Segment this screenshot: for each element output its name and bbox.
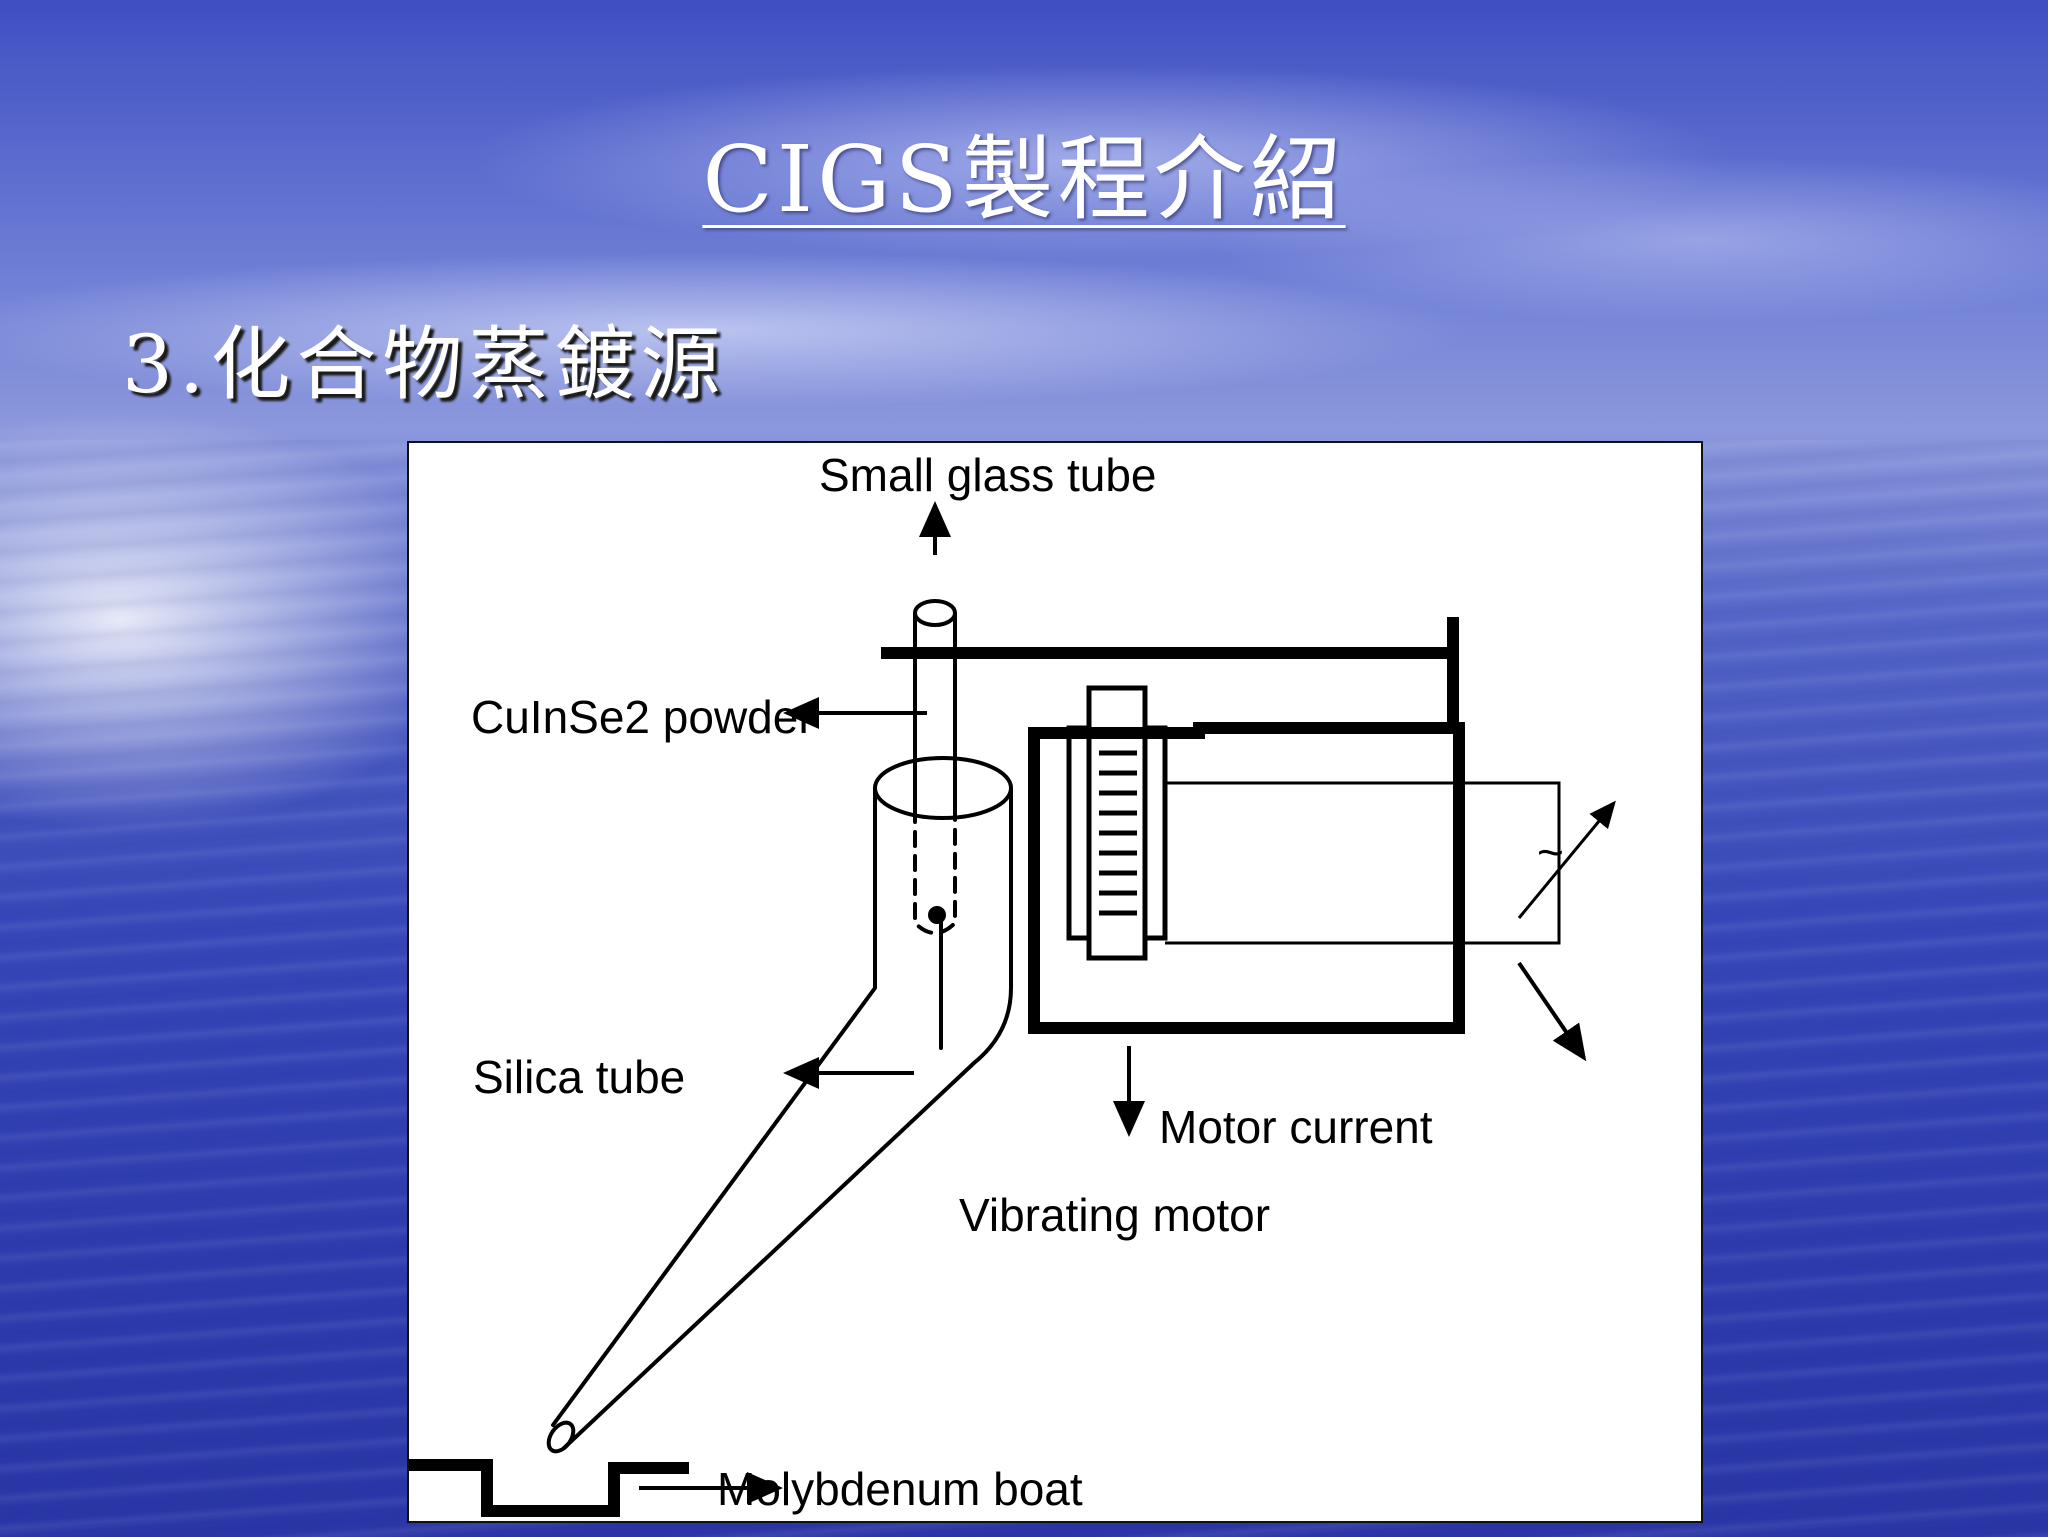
evaporation-source-diagram: Small glass tube CuInSe2 powder Silica t… — [407, 441, 1703, 1523]
ac-source-symbol: ~ — [1537, 826, 1564, 878]
motor-housing — [1028, 722, 1465, 1034]
label-silica-tube: Silica tube — [473, 1051, 685, 1103]
diagram-svg: Small glass tube CuInSe2 powder Silica t… — [409, 449, 1616, 1517]
label-vibrating-motor: Vibrating motor — [959, 1189, 1270, 1241]
silica-tube-opening — [873, 756, 1013, 820]
label-small-glass-tube: Small glass tube — [819, 449, 1157, 501]
small-glass-tube-top — [913, 599, 957, 627]
label-molybdenum-boat: Molybdenum boat — [717, 1463, 1083, 1515]
motor-armature — [1086, 685, 1148, 961]
molybdenum-boat — [409, 1459, 689, 1517]
motor-core-lines — [1066, 725, 1168, 941]
silica-tube-body — [551, 786, 1013, 1450]
silica-tube-outlet — [546, 1420, 576, 1454]
small-glass-tube — [913, 611, 957, 810]
motor-wiring — [1165, 781, 1561, 945]
support-bar — [881, 617, 1459, 728]
slide-title: CIGS製程介紹 — [0, 105, 2048, 238]
variable-resistor-arrow — [1517, 800, 1616, 919]
section-heading: 3.化合物蒸鍍源 — [122, 318, 727, 411]
label-cuinse2-powder: CuInSe2 powder — [471, 691, 814, 743]
slide-title-text: CIGS製程介紹 — [702, 126, 1346, 233]
arrow-motor-current — [1517, 961, 1587, 1062]
label-motor-current: Motor current — [1159, 1101, 1433, 1153]
motor-coil-windings — [1099, 730, 1137, 916]
